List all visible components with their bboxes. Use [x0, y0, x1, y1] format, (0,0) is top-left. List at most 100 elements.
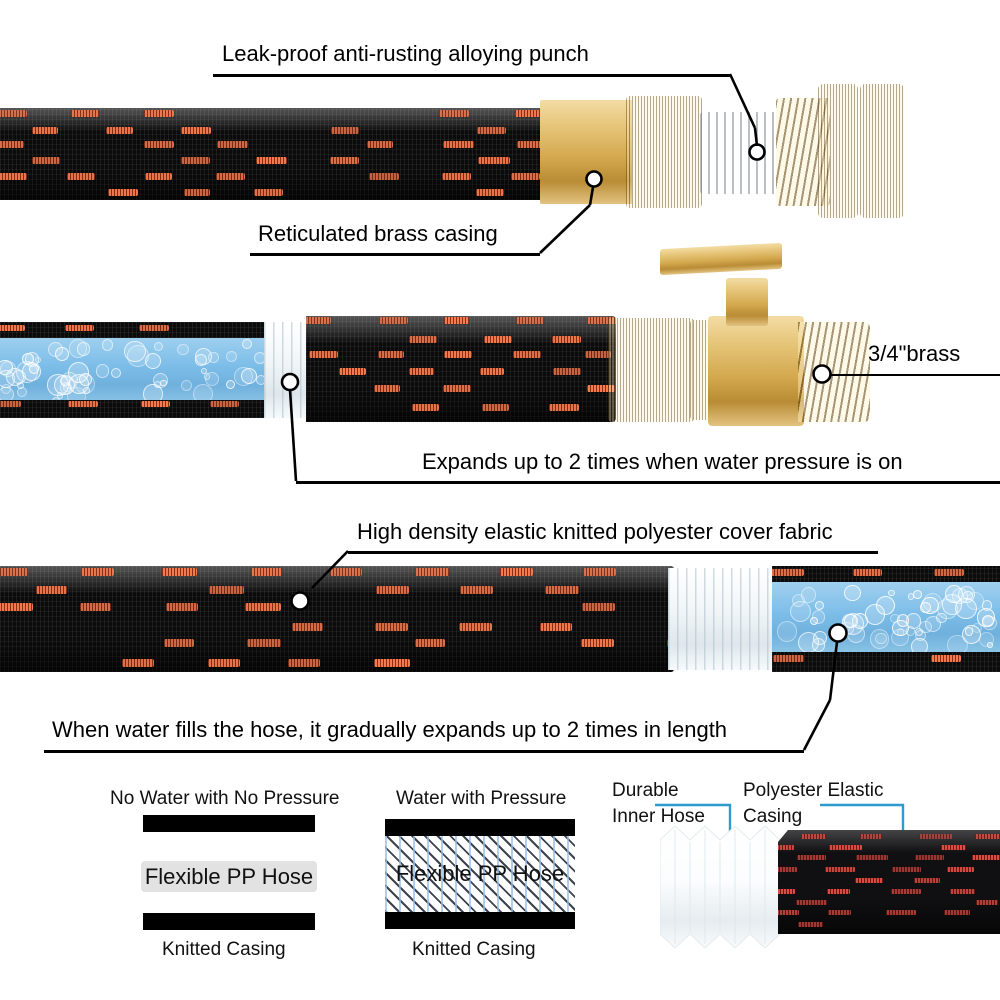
hose-orange-dash: [181, 157, 211, 165]
casing-red-dash: [859, 834, 883, 840]
callout-expands-pressure: Expands up to 2 times when water pressur…: [422, 449, 903, 474]
hose-shadow: [0, 640, 674, 672]
callout-reticulated-rule: [250, 253, 540, 256]
water-bubble: [789, 601, 811, 623]
valve-body: [708, 316, 804, 426]
alloy-punch: [700, 112, 780, 194]
middle-panel-pp-hatch: Flexible PP Hose: [385, 836, 575, 912]
water-bubble: [841, 612, 864, 635]
hose-edge-bottom-row3: [772, 652, 1000, 672]
hose-orange-dash: [209, 400, 239, 407]
hose-orange-dash: [65, 325, 94, 332]
hose-orange-dash: [105, 126, 133, 134]
casing-red-dash: [778, 845, 794, 851]
water-bubble: [34, 357, 41, 364]
valve-thread-outlet: [798, 322, 870, 422]
hose-orange-dash: [254, 189, 283, 196]
hose-orange-dash: [31, 157, 61, 165]
hose-edge-bottom-row2: [0, 400, 268, 418]
hose-orange-dash: [288, 658, 320, 667]
casing-red-dash: [778, 867, 798, 873]
brass-knurled-body: [626, 96, 702, 208]
water-bubble: [225, 350, 238, 363]
hose-row1: [0, 108, 556, 200]
weave-texture: [0, 322, 268, 338]
brass-thread: [776, 98, 830, 206]
middle-panel-title: Water with Pressure: [396, 788, 567, 809]
hose-orange-dash: [444, 316, 469, 324]
hose-orange-dash: [122, 658, 155, 667]
casing-red-dash: [796, 899, 828, 905]
water-bubble: [54, 346, 70, 361]
hose-orange-dash: [477, 126, 507, 134]
water-bubble: [225, 379, 236, 390]
hose-orange-dash: [80, 568, 114, 576]
water-bubble: [79, 373, 93, 387]
hose-orange-dash: [773, 654, 804, 662]
hose-orange-dash: [338, 367, 366, 375]
inner-hose-water-row3: [772, 582, 1000, 654]
casing-red-dash: [778, 888, 795, 894]
callout-brass-size-rule: [820, 374, 1000, 376]
casing-red-dash: [885, 910, 917, 916]
casing-red-dash: [825, 867, 856, 873]
water-bubble: [16, 360, 39, 383]
callout-expands-pressure-rule: [296, 481, 1000, 484]
left-panel-title: No Water with No Pressure: [110, 788, 340, 809]
hose-orange-dash: [459, 623, 493, 632]
water-bubble: [240, 367, 257, 385]
casing-red-dash: [943, 910, 971, 916]
hose-orange-dash: [217, 140, 249, 148]
water-bubble: [208, 352, 219, 363]
water-bubble: [101, 339, 114, 351]
hose-orange-dash: [162, 568, 197, 576]
water-bubble: [776, 621, 798, 642]
right-panel-casing-label-line1: Polyester Elastic: [743, 780, 884, 801]
right-panel-inner-label-line2: Inner Hose: [612, 806, 705, 827]
left-panel-bottom-bar: [143, 913, 315, 930]
water-bubble: [815, 600, 824, 610]
hose-orange-dash: [0, 602, 33, 611]
hose-orange-dash: [329, 157, 359, 165]
casing-red-dash: [856, 855, 888, 861]
water-bubble: [110, 367, 121, 378]
water-bubble: [813, 631, 827, 646]
hose-orange-dash: [411, 403, 440, 411]
water-bubble: [920, 602, 931, 613]
hose-orange-dash: [459, 586, 493, 595]
water-bubble: [126, 344, 149, 367]
hose-orange-dash: [207, 658, 240, 667]
hose-orange-dash: [475, 189, 505, 196]
hose-orange-dash: [36, 586, 68, 595]
hose-orange-dash: [250, 568, 283, 576]
hose-orange-dash: [513, 351, 541, 359]
water-bubble: [966, 592, 985, 610]
hose-orange-dash: [408, 336, 438, 343]
hose-orange-dash: [444, 351, 473, 359]
casing-red-dash: [798, 921, 824, 927]
left-panel-pp-band: Flexible PP Hose: [141, 861, 317, 892]
corrugation-ribs: [264, 322, 312, 418]
hose-orange-dash: [772, 569, 804, 577]
brass-collar: [540, 100, 632, 204]
hose-orange-dash: [477, 157, 510, 165]
casing-red-dash: [914, 855, 945, 861]
hose-orange-dash: [585, 351, 611, 359]
hose-orange-dash: [933, 569, 964, 577]
casing-red-dash: [827, 910, 852, 916]
right-panel-casing-label-line2: Casing: [743, 806, 803, 827]
middle-panel-caption: Knitted Casing: [412, 939, 536, 960]
water-bubble: [987, 641, 994, 648]
valve-knurled-nut: [608, 318, 694, 422]
hose-orange-dash: [166, 602, 199, 611]
hose-orange-dash: [255, 157, 287, 165]
callout-high-density-rule: [348, 551, 878, 554]
hose-orange-dash: [374, 658, 410, 667]
weave-texture: [0, 400, 268, 418]
water-bubble: [844, 584, 862, 602]
callout-fills-hose: When water fills the hose, it gradually …: [52, 717, 728, 742]
hose-orange-dash: [308, 351, 338, 359]
water-bubble: [800, 586, 817, 603]
hose-orange-dash: [0, 140, 25, 148]
hose-orange-dash: [499, 568, 534, 576]
